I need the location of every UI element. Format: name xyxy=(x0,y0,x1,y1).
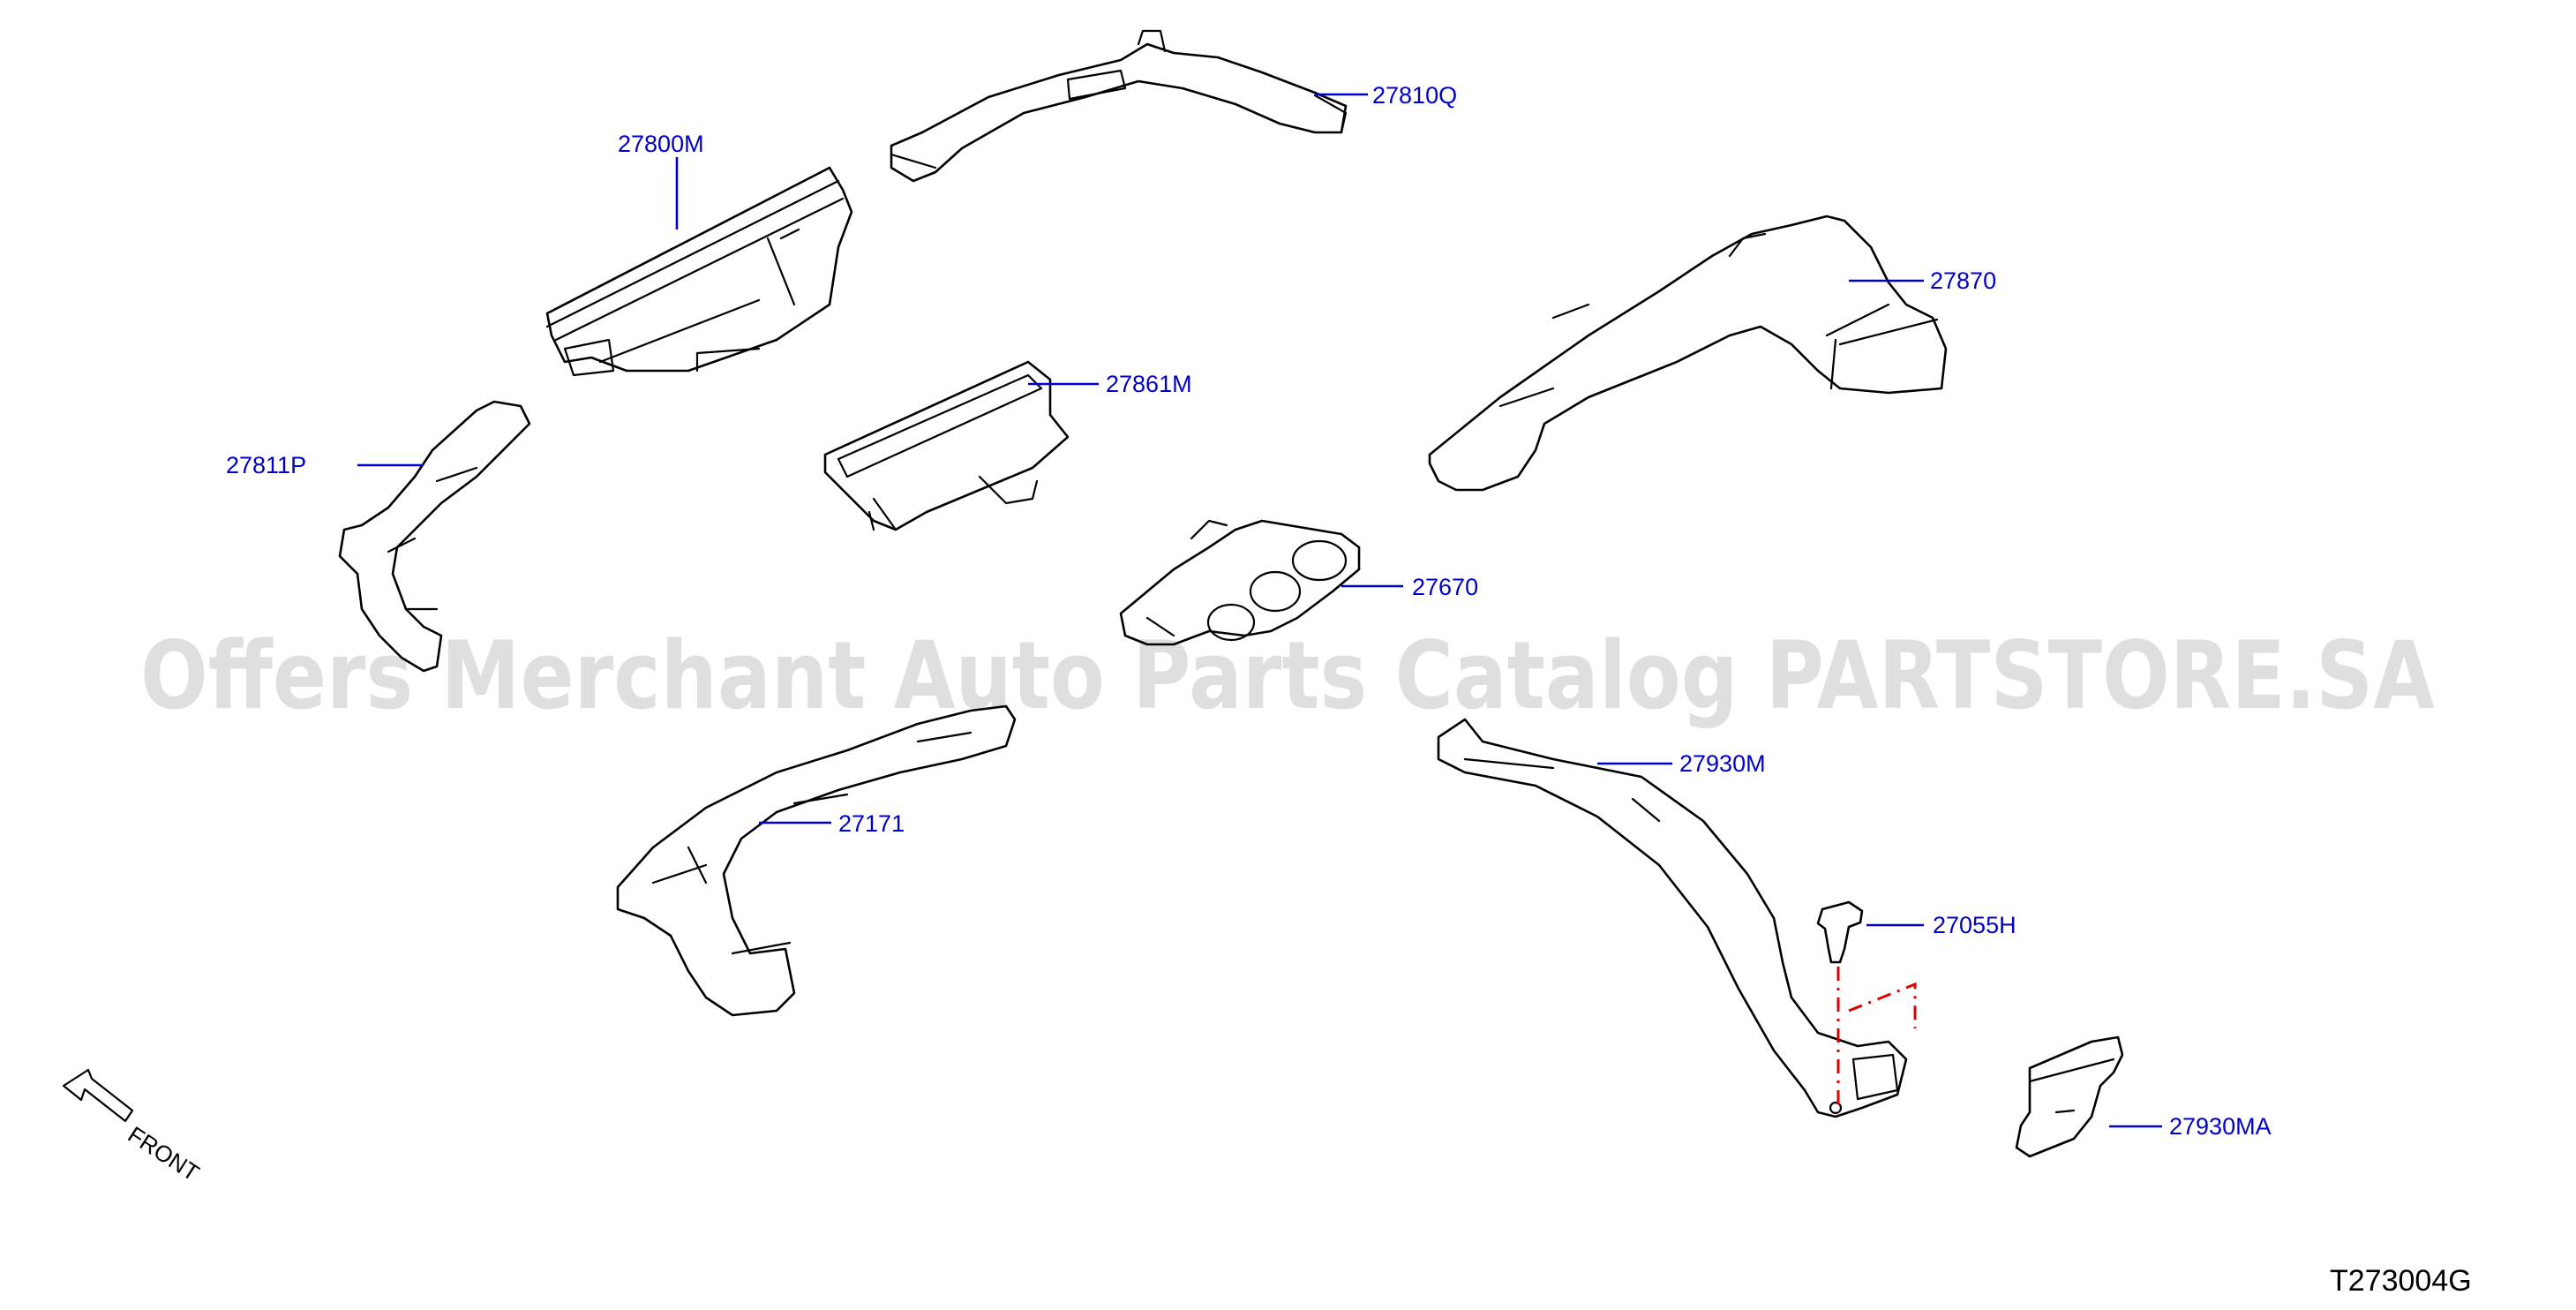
callout-leaders xyxy=(357,93,2162,1128)
callout-27861m: 27861M xyxy=(1106,371,1192,397)
part-27930ma-bracket[interactable] xyxy=(2015,1035,2124,1158)
callout-27811p: 27811P xyxy=(226,452,306,478)
part-27861m-grille[interactable] xyxy=(823,360,1070,531)
part-27930m-diagonal-duct[interactable] xyxy=(1437,718,1908,1118)
part-27811p-duct[interactable] xyxy=(338,400,531,673)
callout-27055h: 27055H xyxy=(1933,912,2016,938)
callout-27930m: 27930M xyxy=(1679,750,1766,777)
callout-27800m: 27800M xyxy=(618,131,704,157)
callout-27810q: 27810Q xyxy=(1372,82,1457,109)
part-27810q-duct[interactable] xyxy=(890,29,1348,183)
diagram-reference-code: T273004G xyxy=(2330,1264,2472,1298)
part-27800m-vent-housing[interactable] xyxy=(545,166,853,377)
part-27171-duct-assembly[interactable] xyxy=(616,704,1017,1017)
callout-27670: 27670 xyxy=(1412,574,1478,600)
part-27055h-clip[interactable] xyxy=(1816,900,1864,964)
callout-27171: 27171 xyxy=(838,810,905,837)
assembly-guide-lines xyxy=(1836,967,1917,1112)
callout-27930ma: 27930MA xyxy=(2169,1113,2272,1140)
part-27670-manifold[interactable] xyxy=(1119,519,1361,646)
front-arrow-icon xyxy=(62,1068,134,1123)
front-label: FRONT xyxy=(124,1121,205,1186)
watermark: Offers Merchant Auto Parts Catalog PARTS… xyxy=(140,621,2435,730)
part-27870-side-duct[interactable] xyxy=(1428,215,1948,492)
callout-27870: 27870 xyxy=(1930,267,1996,294)
